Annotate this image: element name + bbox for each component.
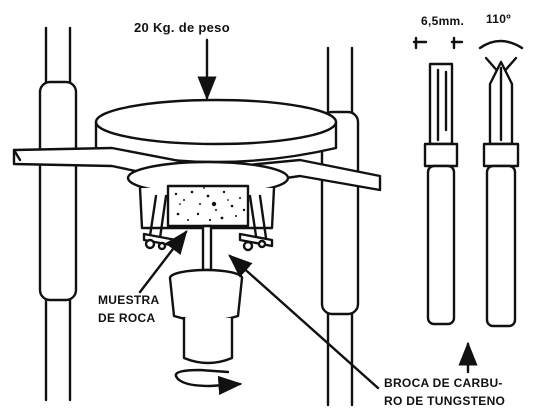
rock-sample-label-line2: DE ROCA (98, 311, 156, 325)
weight-label: 20 Kg. de peso (134, 20, 230, 35)
drill-bit-label: BROCA DE CARBU- RO DE TUNGSTENO (384, 374, 505, 410)
drill-chuck (168, 268, 244, 365)
left-column (38, 26, 78, 402)
drill-leader (228, 254, 380, 390)
drill-bit-label-line2: RO DE TUNGSTENO (384, 394, 506, 408)
rock-sample (166, 184, 250, 228)
drill-bit-flat (423, 62, 459, 326)
right-column (320, 46, 360, 407)
rock-sample-label-line1: MUESTRA (98, 293, 160, 307)
bit-width-label: 6,5mm. (421, 14, 465, 28)
sample-leader (138, 230, 188, 294)
width-dimension (412, 36, 464, 50)
rock-sample-label: MUESTRA DE ROCA (98, 291, 159, 327)
rotation-arrow (174, 368, 243, 396)
drill-bit-pointed (482, 60, 520, 328)
weight-disc (94, 98, 338, 164)
bit-angle-label: 110º (486, 12, 511, 26)
drill-shank (201, 224, 213, 272)
drill-bit-label-line1: BROCA DE CARBU- (384, 376, 503, 390)
